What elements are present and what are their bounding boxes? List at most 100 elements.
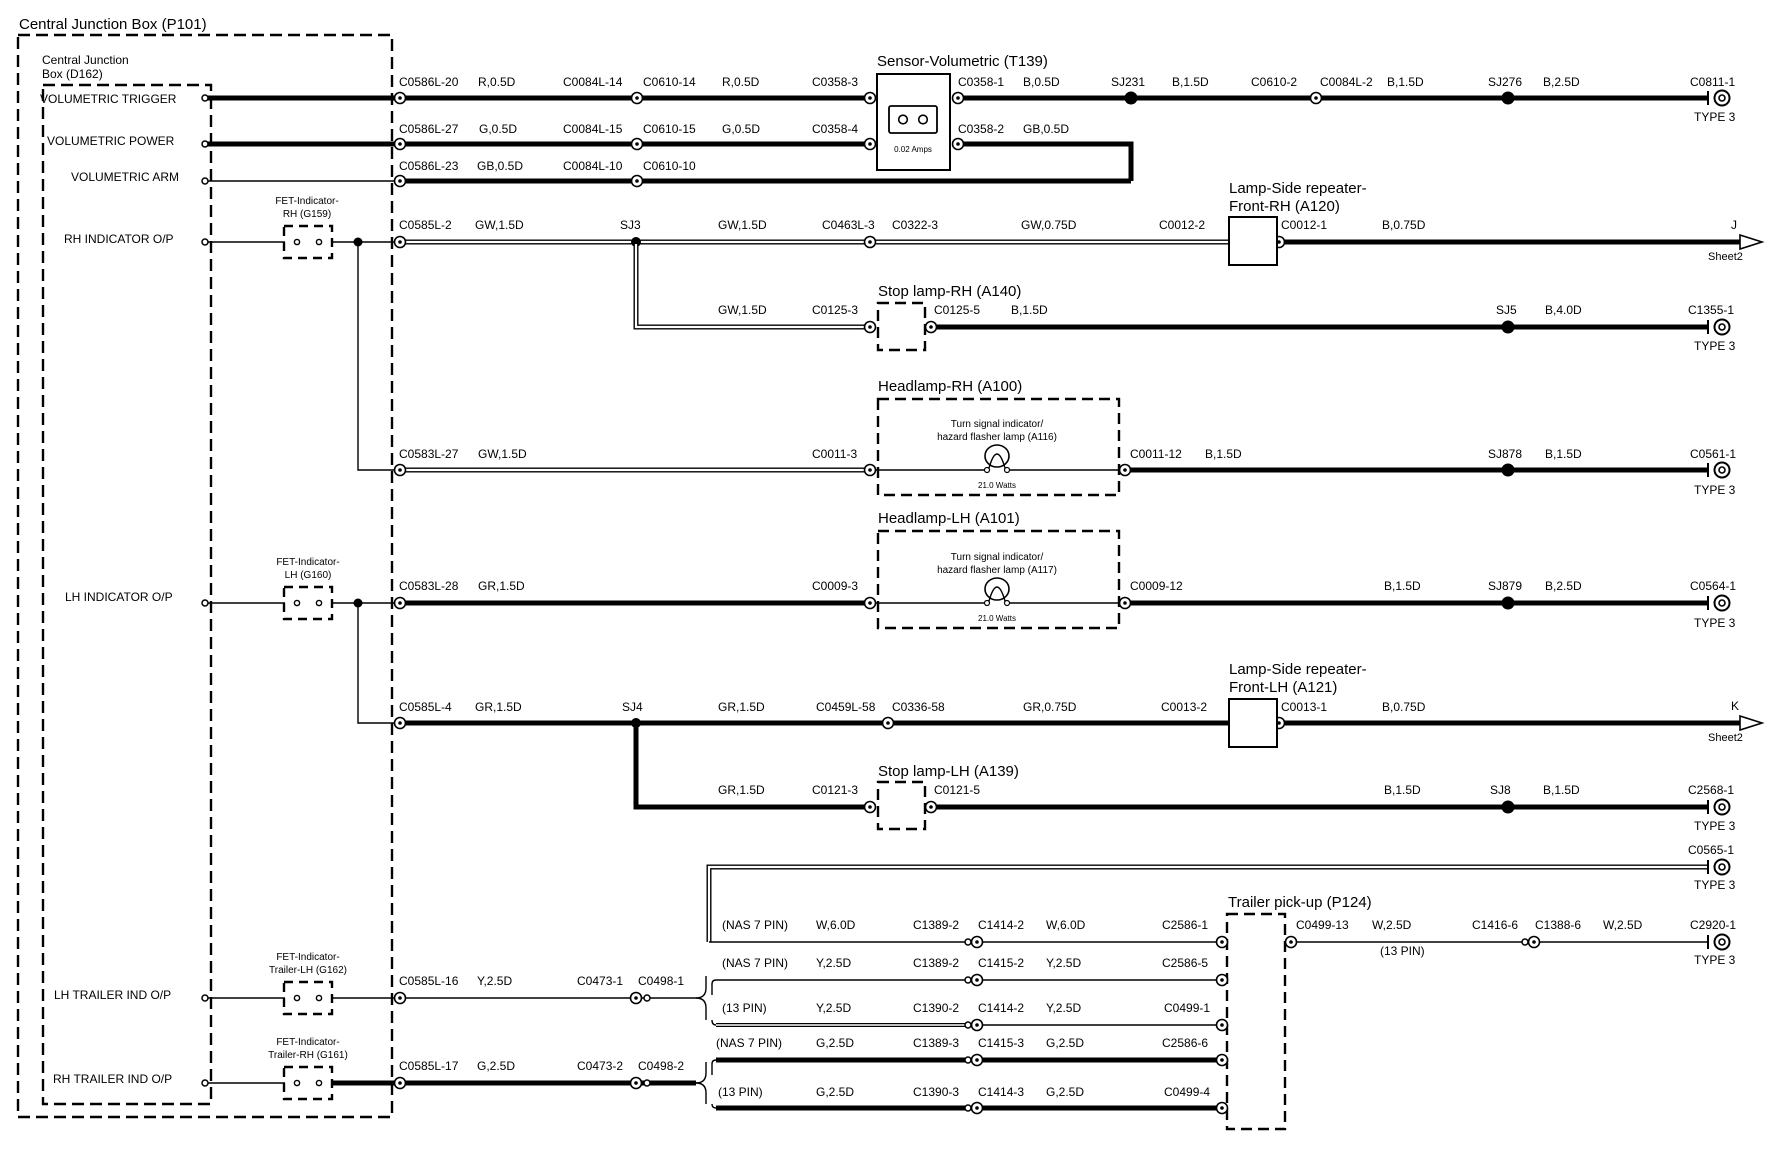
w14-label-1: (13 PIN) [722, 1001, 767, 1015]
lamp-side-repeater-lh [1228, 698, 1278, 748]
stop-lamp-lh-component [876, 780, 927, 831]
w16-conn-3: C0498-2 [638, 1059, 684, 1073]
pin-volumetric-arm: VOLUMETRIC ARM [71, 170, 179, 184]
w8-conn-3: C0336-58 [892, 700, 945, 714]
w2-spec-3: GB,0.5D [1023, 122, 1069, 136]
fet-tlh-label-1: FET-Indicator- [276, 952, 339, 963]
cjb-inner-title-1: Central Junction [42, 53, 129, 67]
w11-conn-3: C2586-1 [1162, 918, 1208, 932]
w1-splice-2: SJ276 [1488, 75, 1522, 89]
fet-rh-label-2: RH (G159) [283, 209, 331, 220]
wire-trailer-g-nas [711, 1053, 1229, 1075]
w9-conn-2: C0121-5 [934, 783, 980, 797]
head-lh-lamp-2: hazard flasher lamp (A117) [937, 565, 1057, 576]
w14-conn-1: C1390-2 [913, 1001, 959, 1015]
fet-tlh-label-2: Trailer-LH (G162) [269, 965, 347, 976]
head-rh-lamp-1: Turn signal indicator/ [951, 419, 1044, 430]
w17-conn-2: C1414-3 [978, 1085, 1024, 1099]
w8-conn-2: C0459L-58 [816, 700, 876, 714]
w1-conn-4: C0358-3 [812, 75, 858, 89]
w15-conn-1: C1389-3 [913, 1036, 959, 1050]
w11-conn-6: C1388-6 [1535, 918, 1581, 932]
fet-lh-label-2: LH (G160) [285, 570, 332, 581]
w13-spec-1: Y,2.5D [477, 974, 512, 988]
w12-label-1: (NAS 7 PIN) [722, 956, 788, 970]
w8-splice: SJ4 [622, 700, 643, 714]
fet-lh-label-1: FET-Indicator- [276, 557, 339, 568]
w6-end-conn: C0561-1 [1690, 447, 1736, 461]
w8-conn-4: C0013-2 [1161, 700, 1207, 714]
w17-spec-1: G,2.5D [816, 1085, 854, 1099]
w13-conn-3: C0498-1 [638, 974, 684, 988]
wire-rh-trailer [201, 1062, 707, 1104]
w8-spec-3: GR,0.75D [1023, 700, 1077, 714]
w12-spec-2: Y,2.5D [1046, 956, 1081, 970]
w10-end-type: TYPE 3 [1694, 878, 1736, 892]
central-junction-box-inner [41, 83, 213, 1106]
w7-end-type: TYPE 3 [1694, 616, 1736, 630]
headlamp-rh-component [876, 397, 1121, 497]
w8-spec-4: B,0.75D [1382, 700, 1426, 714]
trailer-pickup-component [1225, 912, 1287, 1131]
w17-conn-3: C0499-4 [1164, 1085, 1210, 1099]
sensor-rating: 0.02 Amps [894, 145, 932, 154]
w5-end-type: TYPE 3 [1694, 339, 1736, 353]
w1-conn-1: C0586L-20 [399, 75, 459, 89]
w4-spec-1: GW,1.5D [475, 218, 524, 232]
w15-conn-3: C2586-6 [1162, 1036, 1208, 1050]
w13-conn-1: C0585L-16 [399, 974, 459, 988]
w11-pin-note: (13 PIN) [1380, 944, 1425, 958]
w3-spec-1: GB,0.5D [477, 159, 523, 173]
w3-conn-2: C0084L-10 [563, 159, 623, 173]
head-lh-title: Headlamp-LH (A101) [878, 510, 1020, 527]
w8-spec-1: GR,1.5D [475, 700, 522, 714]
fet-rh-switch [282, 224, 334, 260]
w11-end-type: TYPE 3 [1694, 953, 1736, 967]
w15-spec-2: G,2.5D [1046, 1036, 1084, 1050]
wire-rh-indicator [201, 233, 1765, 251]
w11-spec-3: W,2.5D [1372, 918, 1412, 932]
w7-splice: SJ879 [1488, 579, 1522, 593]
w12-conn-3: C2586-5 [1162, 956, 1208, 970]
w6-spec-2: B,1.5D [1205, 447, 1242, 461]
pin-lh-trailer: LH TRAILER IND O/P [54, 988, 171, 1002]
w5-conn-2: C0125-5 [934, 303, 980, 317]
wire-volumetric-trigger [201, 89, 1731, 107]
trailer-title: Trailer pick-up (P124) [1228, 894, 1372, 911]
w4-spec-3: GW,0.75D [1021, 218, 1077, 232]
w17-label-1: (13 PIN) [718, 1085, 763, 1099]
w1-conn-6: C0610-2 [1251, 75, 1297, 89]
w5-spec-2: B,1.5D [1011, 303, 1048, 317]
w14-conn-3: C0499-1 [1164, 1001, 1210, 1015]
wire-repeater-lh [357, 603, 1765, 732]
w16-spec-1: G,2.5D [477, 1059, 515, 1073]
head-rh-watts: 21.0 Watts [978, 481, 1016, 490]
w5-spec-3: B,4.0D [1545, 303, 1582, 317]
pin-rh-indicator: RH INDICATOR O/P [64, 232, 174, 246]
w6-conn-2: C0011-3 [812, 447, 857, 461]
fet-lh-switch [282, 585, 334, 621]
headlamp-lh-component [876, 529, 1121, 630]
w5-conn-1: C0125-3 [812, 303, 858, 317]
fet-trailer-lh-switch [282, 980, 334, 1016]
w1-conn-5: C0358-1 [958, 75, 1004, 89]
rep-rh-label-1: Lamp-Side repeater- [1229, 180, 1367, 197]
w3-conn-3: C0610-10 [643, 159, 696, 173]
central-junction-box-outer [16, 33, 394, 1119]
w2-spec-2: G,0.5D [722, 122, 760, 136]
w4-conn-3: C0322-3 [892, 218, 938, 232]
rep-lh-label-2: Front-LH (A121) [1229, 679, 1337, 696]
w7-spec-1: GR,1.5D [478, 579, 525, 593]
w4-conn-1: C0585L-2 [399, 218, 452, 232]
wire-c0565 [706, 858, 1731, 942]
w4-spec-4: B,0.75D [1382, 218, 1426, 232]
w8-conn-5: C0013-1 [1281, 700, 1327, 714]
w12-conn-1: C1389-2 [913, 956, 959, 970]
pin-rh-trailer: RH TRAILER IND O/P [53, 1072, 172, 1086]
w8-end-sheet: Sheet2 [1708, 732, 1743, 744]
w1-spec-4: B,1.5D [1172, 75, 1209, 89]
w11-spec-1: W,6.0D [816, 918, 856, 932]
pin-volumetric-power: VOLUMETRIC POWER [47, 134, 175, 148]
w2-spec-1: G,0.5D [479, 122, 517, 136]
